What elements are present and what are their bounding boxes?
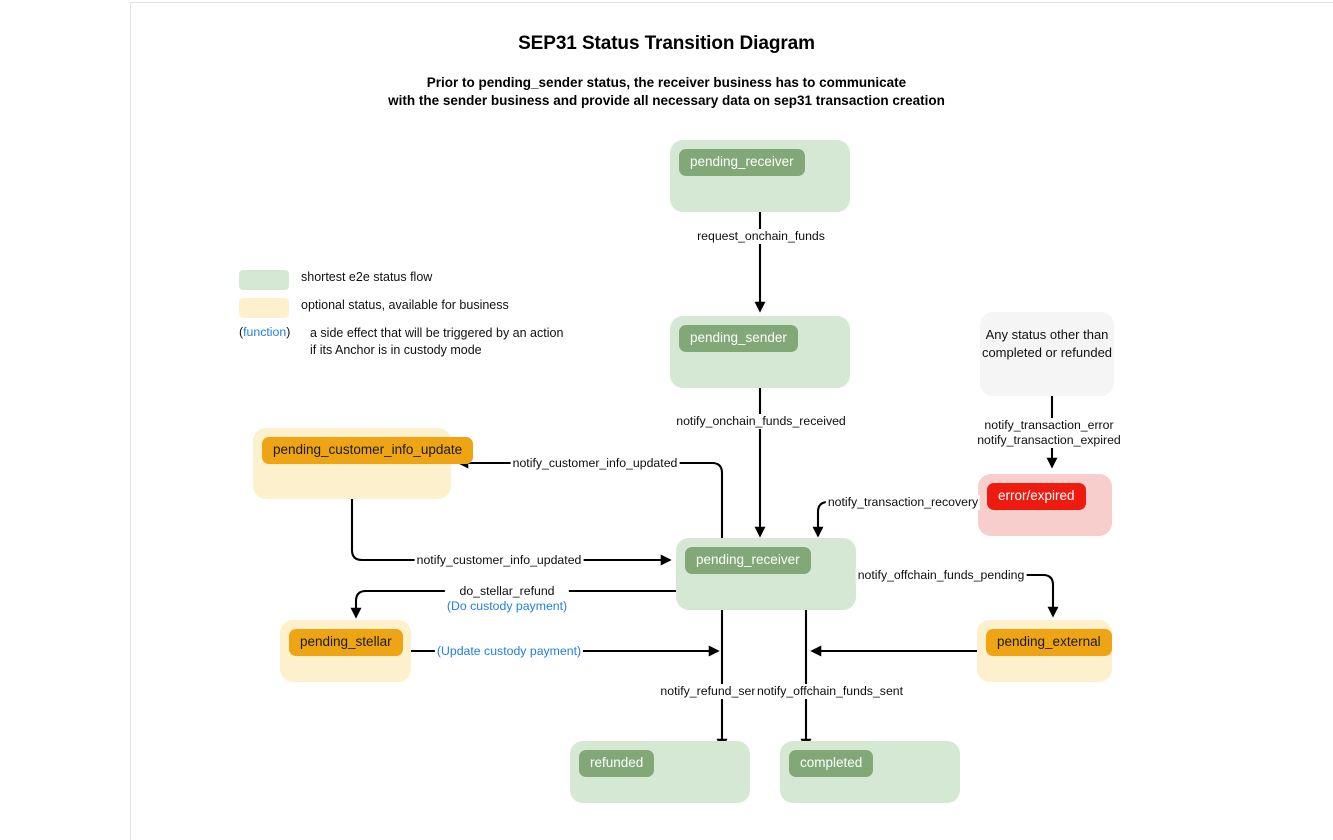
edge-label-notify-offchain-funds-pending: notify_offchain_funds_pending — [855, 568, 1027, 583]
node-label-refunded: refunded — [579, 750, 655, 777]
node-label-pending-receiver-top: pending_receiver — [679, 149, 805, 176]
node-pending-customer-info-update[interactable]: pending_customer_info_update — [253, 428, 474, 499]
node-label-pending-sender: pending_sender — [679, 325, 798, 352]
node-completed[interactable]: completed — [780, 741, 960, 803]
edge-label-do-stellar-refund-action: do_stellar_refund — [459, 584, 555, 598]
node-label-pending-customer-info-update: pending_customer_info_update — [262, 437, 474, 464]
edge-label-notify-refund-sent: notify_refund_sent — [658, 684, 764, 699]
node-pending-sender[interactable]: pending_sender — [670, 316, 850, 388]
node-label-pending-external: pending_external — [986, 629, 1112, 656]
edge-do-stellar-refund — [350, 589, 676, 619]
page-title: SEP31 Status Transition Diagram — [518, 33, 815, 54]
node-pending-receiver-top[interactable]: pending_receiver — [670, 140, 850, 212]
edge-label-do-custody-payment: (Do custody payment) — [446, 599, 568, 613]
legend-swatch-cream — [239, 298, 289, 318]
legend-item-function: (function) a side effect that will be tr… — [239, 324, 569, 364]
legend-function-word: function — [243, 325, 287, 339]
edge-notify-customer-info-updated-down — [350, 499, 672, 566]
subtitle-line-2: with the sender business and provide all… — [388, 93, 945, 108]
node-label-any-status: Any status other than completed or refun… — [980, 326, 1114, 362]
edge-label-notify-customer-info-updated-up: notify_customer_info_updated — [510, 456, 680, 471]
page-subtitle: Prior to pending_sender status, the rece… — [0, 74, 1333, 110]
legend-function-key: (function) — [239, 325, 291, 339]
edge-label-notify-customer-info-updated-down: notify_customer_info_updated — [414, 553, 584, 568]
legend-label-cream: optional status, available for business — [301, 298, 509, 312]
legend-function-description: a side effect that will be triggered by … — [310, 325, 563, 359]
node-any-status[interactable]: Any status other than completed or refun… — [980, 312, 1114, 396]
edge-label-notify-offchain-funds-sent: notify_offchain_funds_sent — [754, 684, 906, 699]
legend-function-line-1: a side effect that will be triggered by … — [310, 326, 564, 340]
node-pending-external[interactable]: pending_external — [977, 620, 1112, 682]
legend: shortest e2e status flow optional status… — [239, 268, 569, 364]
any-status-line-2: completed or refunded — [981, 345, 1113, 360]
node-pending-receiver-middle[interactable]: pending_receiver — [676, 538, 856, 610]
edge-label-notify-transaction-error-expired: notify_transaction_error notify_transact… — [975, 418, 1123, 448]
edge-notify-customer-info-updated-up — [457, 457, 724, 556]
edge-label-notify-onchain-funds-received: notify_onchain_funds_received — [674, 414, 848, 429]
node-error-expired[interactable]: error/expired — [978, 474, 1112, 536]
node-label-pending-receiver-middle: pending_receiver — [685, 547, 811, 574]
node-label-error-expired: error/expired — [987, 483, 1086, 510]
subtitle-line-1: Prior to pending_sender status, the rece… — [426, 75, 907, 90]
any-status-line-1: Any status other than — [985, 327, 1109, 342]
edge-label-request-onchain-funds: request_onchain_funds — [695, 229, 827, 244]
node-pending-stellar[interactable]: pending_stellar — [280, 620, 411, 682]
edge-label-update-custody-payment: (Update custody payment) — [434, 644, 584, 659]
legend-item-green: shortest e2e status flow — [239, 268, 569, 296]
edge-label-notify-transaction-expired: notify_transaction_expired — [977, 433, 1121, 447]
node-label-completed: completed — [789, 750, 874, 777]
edge-label-notify-transaction-error: notify_transaction_error — [984, 418, 1114, 432]
edge-label-notify-transaction-recovery: notify_transaction_recovery — [825, 495, 981, 510]
edge-label-do-stellar-refund: do_stellar_refund (Do custody payment) — [444, 584, 570, 614]
legend-item-cream: optional status, available for business — [239, 296, 569, 324]
edge-notify-offchain-funds-pending — [855, 573, 1059, 618]
legend-function-line-2: if its Anchor is in custody mode — [310, 343, 482, 357]
node-refunded[interactable]: refunded — [570, 741, 750, 803]
legend-swatch-green — [239, 270, 289, 290]
node-label-pending-stellar: pending_stellar — [289, 629, 403, 656]
legend-label-green: shortest e2e status flow — [301, 270, 433, 284]
